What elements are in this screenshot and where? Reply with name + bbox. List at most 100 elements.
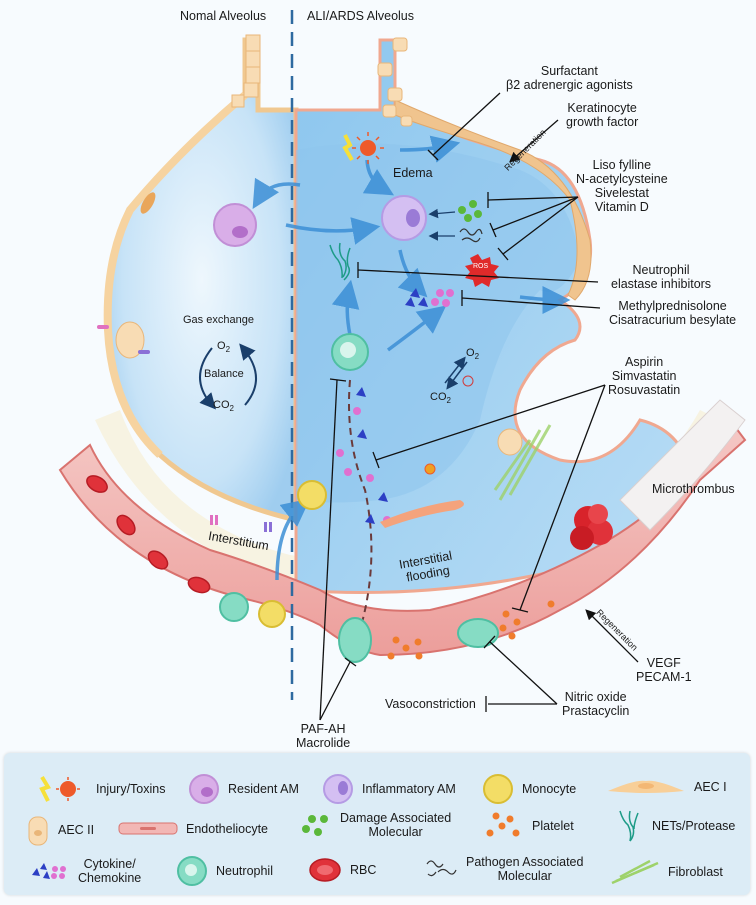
inflammatory-am-icon bbox=[323, 774, 353, 804]
legend-label-rbc: RBC bbox=[350, 863, 377, 877]
neutrophil-vessel-3 bbox=[457, 618, 499, 648]
fibroblast-icon bbox=[611, 859, 659, 885]
therapy-steroid-line1: Methylprednisolone bbox=[618, 299, 727, 313]
legend-label-fibroblast: Fibroblast bbox=[668, 865, 723, 879]
o2-sub: 2 bbox=[225, 345, 231, 354]
therapy-steroids: Methylprednisolone Cisatracurium besylat… bbox=[609, 299, 736, 327]
o2-label-normal: O2 bbox=[217, 339, 230, 357]
nets-cluster bbox=[329, 242, 351, 281]
therapy-no: Nitric oxide Prastacyclin bbox=[562, 690, 629, 718]
airway-cells-normal bbox=[231, 34, 261, 108]
aec1-damaged bbox=[394, 99, 592, 301]
legend-item-aec1: AEC I bbox=[606, 777, 727, 797]
microthrombus-label: Microthrombus bbox=[652, 482, 735, 496]
therapy-paf-line2: Macrolide bbox=[296, 736, 351, 750]
legend-item-aec2: AEC II bbox=[26, 813, 94, 847]
nets-icon bbox=[619, 810, 639, 842]
edema-label: Edema bbox=[393, 166, 433, 180]
legend-item-injury: Injury/Toxins bbox=[36, 775, 165, 803]
therapy-vegf: VEGF PECAM-1 bbox=[636, 656, 692, 684]
aec2-normal bbox=[97, 321, 150, 359]
resident-am bbox=[213, 203, 257, 247]
therapy-antiox-line1: Liso fylline bbox=[592, 158, 652, 172]
legend-item-rbc: RBC bbox=[308, 857, 376, 883]
therapy-kgf: Keratinocyte growth factor bbox=[566, 101, 638, 129]
gas-exchange-label: Gas exchange bbox=[183, 314, 254, 326]
injury-toxin bbox=[342, 132, 384, 164]
therapy-kgf-line1: Keratinocyte bbox=[567, 101, 637, 115]
co2-text-ards: CO bbox=[430, 391, 447, 403]
therapy-antiox-line2: N-acetylcysteine bbox=[576, 172, 668, 186]
transmigration-path bbox=[348, 379, 373, 631]
inflammatory-am bbox=[381, 195, 427, 241]
junction-markers bbox=[210, 515, 272, 532]
co2-text: CO bbox=[213, 399, 230, 411]
neutrophil-icon bbox=[177, 856, 207, 886]
neutrophil-vessel-2 bbox=[338, 617, 372, 663]
legend-label-pamp-line2: Molecular bbox=[497, 869, 552, 883]
co2-arrow bbox=[446, 361, 468, 390]
legend-label-resident-am: Resident AM bbox=[228, 782, 299, 796]
legend-item-nets: NETs/Protease bbox=[612, 809, 735, 843]
fibroblast-group bbox=[493, 424, 552, 501]
legend-item-inflammatory-am: Inflammatory AM bbox=[322, 773, 456, 805]
monocyte-vessel bbox=[258, 600, 286, 628]
vasoconstriction-label: Vasoconstriction bbox=[385, 697, 476, 711]
toxin-small bbox=[424, 463, 436, 475]
therapy-ne-line2: elastase inhibitors bbox=[611, 277, 712, 291]
legend-label-nets: NETs/Protease bbox=[652, 819, 736, 833]
therapy-surfactant-line1: Surfactant bbox=[540, 64, 598, 78]
damp-icon bbox=[302, 815, 328, 836]
flow-arrow-edema bbox=[399, 135, 461, 163]
therapy-paf-line1: PAF-AH bbox=[300, 722, 346, 736]
therapy-kgf-line2: growth factor bbox=[566, 115, 639, 129]
header-normal-alveolus: Nomal Alveolus bbox=[180, 9, 267, 23]
aec2-ards bbox=[497, 428, 523, 456]
o2-label-ards: O2 bbox=[466, 346, 479, 364]
vessel-pale bbox=[619, 399, 746, 531]
co2-sub: 2 bbox=[229, 404, 234, 413]
aec2-icon bbox=[28, 816, 48, 846]
therapy-lines bbox=[319, 92, 639, 721]
flow-arrow-nets bbox=[331, 279, 360, 336]
o2-text-ards: O bbox=[466, 347, 475, 359]
injury-toxin-icon bbox=[39, 775, 80, 802]
flow-arrow-am-left bbox=[252, 177, 301, 210]
aec1-nucleus bbox=[140, 192, 156, 214]
platelet-group bbox=[387, 600, 555, 660]
legend-label-aec2: AEC II bbox=[58, 823, 95, 837]
therapy-paf-ah: PAF-AH Macrolide bbox=[296, 722, 350, 750]
cytokine-cluster bbox=[405, 288, 454, 307]
co2-sub-ards: 2 bbox=[446, 396, 451, 405]
therapy-antiox-line4: Vitamin D bbox=[594, 200, 649, 214]
therapy-surfactant: Surfactant β2 adrenergic agonists bbox=[506, 64, 633, 92]
flow-arrow-side bbox=[519, 285, 571, 314]
aec1-normal bbox=[103, 91, 248, 458]
ros-label: ROS bbox=[473, 263, 489, 270]
header-ards-alveolus: ALI/ARDS Alveolus bbox=[307, 9, 414, 23]
endotheliocyte-icon bbox=[118, 822, 178, 835]
legend-item-fibroblast: Fibroblast bbox=[610, 859, 723, 885]
microthrombus bbox=[570, 504, 613, 550]
pamp-icon bbox=[426, 860, 457, 877]
therapy-statin-line3: Rosuvastatin bbox=[608, 383, 681, 397]
balance-cycle-left bbox=[199, 347, 216, 410]
co2-label-normal: CO2 bbox=[213, 398, 234, 416]
legend-item-endotheliocyte: Endotheliocyte bbox=[118, 821, 268, 837]
flow-arrow-am bbox=[285, 217, 381, 245]
flow-arrow-monocyte bbox=[275, 498, 311, 581]
neutrophil-vessel-1 bbox=[219, 592, 249, 622]
legend-label-neutrophil: Neutrophil bbox=[216, 864, 273, 878]
legend-item-neutrophil: Neutrophil bbox=[176, 855, 273, 887]
legend-item-resident-am: Resident AM bbox=[188, 773, 299, 805]
legend-label-aec1: AEC I bbox=[694, 780, 727, 794]
pamp-cluster bbox=[459, 228, 483, 243]
legend-label-inflammatory-am: Inflammatory AM bbox=[362, 782, 456, 796]
resident-am-icon bbox=[189, 774, 219, 804]
legend-label-injury: Injury/Toxins bbox=[96, 782, 166, 796]
therapy-statin-line1: Aspirin bbox=[625, 355, 664, 369]
therapy-antioxidants: Liso fylline N-acetylcysteine Sivelestat… bbox=[576, 158, 668, 214]
